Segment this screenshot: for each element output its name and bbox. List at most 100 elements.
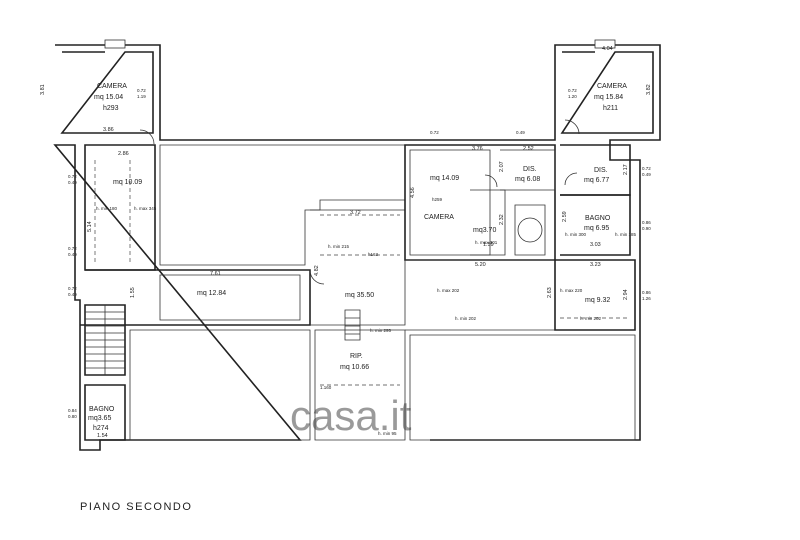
bagno-1-walls — [560, 194, 631, 256]
window-mark: 1.19 — [137, 94, 146, 99]
dimension-label: 3.82 — [646, 84, 652, 95]
height-note: h. max 220 — [560, 288, 583, 293]
floor-title: PIANO SECONDO — [80, 501, 192, 513]
dimension-label: 1.55 — [130, 287, 136, 298]
perimeter-inner-wall — [60, 51, 154, 134]
room-370-area: mq3.70 — [473, 227, 496, 234]
room-area: mq 6.95 — [584, 225, 609, 232]
ne-tower-inner-wall — [560, 51, 654, 134]
height-note: h. min 95 — [378, 431, 397, 436]
height-note: h163 — [368, 252, 379, 257]
room-name: CAMERA — [97, 83, 127, 90]
window-mark: 0.49 — [68, 252, 77, 257]
room-1009-slope — [94, 160, 131, 265]
room-932-walls — [554, 259, 636, 331]
door-swing-ne — [564, 119, 580, 135]
room-1009-area: mq 10.09 — [113, 179, 142, 186]
rip-walls — [314, 329, 406, 441]
room-height: h259 — [432, 197, 443, 202]
room-camera-mid: mq 14.09 h259 CAMERA — [424, 175, 459, 221]
window-mark: 0.49 — [516, 130, 525, 135]
room-camera-nw: CAMERA mq 15.04 h293 — [94, 83, 127, 112]
dimension-label: 3.76 — [472, 146, 483, 152]
window-mark: 0.72 — [68, 246, 77, 251]
ne-chimney — [594, 39, 616, 49]
room-height: h274 — [93, 425, 109, 432]
room-area: mq 14.09 — [430, 175, 459, 182]
dimension-label: 3.72 — [350, 210, 361, 216]
room-name: RIP. — [350, 353, 363, 360]
room-name: CAMERA — [597, 83, 627, 90]
window-mark: 0.72 — [137, 88, 146, 93]
room-area: mq 6.77 — [584, 177, 609, 184]
height-note: h. max 345 — [134, 206, 157, 211]
window-mark: 0.72 — [68, 286, 77, 291]
room-3550-area: mq 35.50 — [345, 292, 374, 299]
window-mark: 0.72 — [568, 88, 577, 93]
spiral-stair — [514, 204, 546, 256]
stair-treads — [85, 305, 125, 375]
rip-stair — [344, 309, 361, 341]
dimension-label: 2.94 — [623, 289, 629, 300]
room-1284-area: mq 12.84 — [197, 290, 226, 297]
room-area: mq3.65 — [88, 415, 111, 422]
door-swing-nw — [139, 129, 155, 145]
window-mark: 0.90 — [642, 226, 651, 231]
room-area: mq 6.08 — [515, 176, 540, 183]
window-mark: 0.49 — [68, 292, 77, 297]
dimension-label: 2.52 — [523, 146, 534, 152]
dimension-label: 5.14 — [87, 221, 93, 232]
dimension-label: 4.56 — [410, 187, 416, 198]
height-note: h. max 202 — [437, 288, 460, 293]
window-mark: 0.72 — [430, 130, 439, 135]
dimension-label: 1.160 — [320, 385, 332, 390]
room-370-walls — [470, 189, 506, 256]
dimension-label: 2.17 — [623, 164, 629, 175]
height-note: h. min 202 — [455, 316, 477, 321]
dimension-label: 7.61 — [210, 271, 221, 277]
dimension-label: 3.86 — [103, 127, 114, 133]
dimension-label: 1.54 — [97, 433, 108, 439]
window-mark: 0.86 — [642, 290, 651, 295]
room-dis-2: DIS. mq 6.77 — [584, 167, 609, 184]
room-3550-walls — [310, 209, 406, 326]
window-mark: 0.72 — [68, 174, 77, 179]
height-note: h. min 215 — [328, 244, 350, 249]
dimension-label: 4.04 — [602, 46, 613, 52]
room-area: mq 15.04 — [94, 94, 123, 101]
dimension-label: 2.07 — [499, 161, 505, 172]
room-area: mq 15.84 — [594, 94, 623, 101]
height-note: h. min 295 — [370, 328, 392, 333]
room-dis-1: DIS. mq 6.08 — [515, 166, 540, 183]
height-note: h. min 180 — [96, 206, 118, 211]
room-bagno-2: BAGNO mq3.65 h274 — [88, 406, 115, 432]
height-note: h. max 301 — [475, 240, 498, 245]
nw-chimney — [104, 39, 126, 49]
room-name: DIS. — [523, 166, 537, 173]
bagno-2-walls — [84, 384, 126, 441]
door-swing-bagno1 — [564, 172, 578, 186]
door-swing-dis — [484, 174, 498, 188]
window-mark: 1.26 — [642, 296, 651, 301]
dimension-label: 2.63 — [547, 287, 553, 298]
window-mark: 1.20 — [568, 94, 577, 99]
dimension-label: 3.03 — [590, 242, 601, 248]
dimension-label: 3.81 — [40, 84, 46, 95]
window-mark: 0.80 — [68, 414, 77, 419]
room-area: mq 10.66 — [340, 364, 369, 371]
room-height: h211 — [603, 105, 618, 112]
corridor-1284-inner — [159, 274, 301, 321]
terrace-right — [409, 334, 636, 441]
window-mark: 0.49 — [642, 172, 651, 177]
room-height: h293 — [103, 105, 119, 112]
dimension-label: 2.32 — [499, 214, 505, 225]
window-mark: 0.84 — [68, 408, 77, 413]
room-name: CAMERA — [424, 214, 454, 221]
terrace-left — [129, 329, 311, 441]
dimension-label: 2.59 — [562, 211, 568, 222]
room-rip: RIP. mq 10.66 — [340, 353, 369, 371]
room-name: BAGNO — [585, 215, 611, 222]
room-932-area: mq 9.32 — [585, 297, 610, 304]
room-mid-right — [405, 259, 556, 331]
